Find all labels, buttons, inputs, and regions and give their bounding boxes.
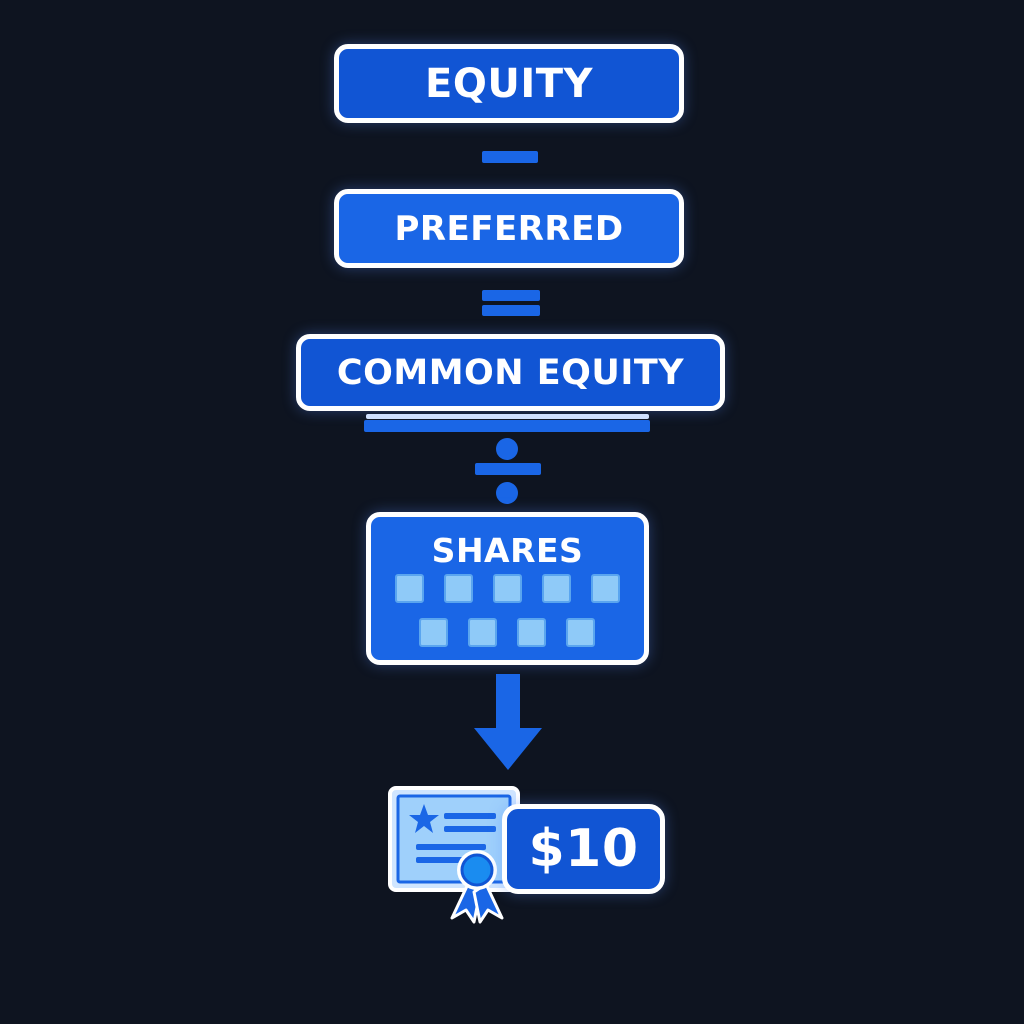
preferred-label: PREFERRED: [394, 208, 624, 249]
fraction-bar-line: [364, 420, 650, 432]
share-square: [591, 574, 620, 603]
equals-bar-bottom: [482, 305, 540, 316]
share-square: [395, 574, 424, 603]
equity-box: EQUITY: [334, 44, 684, 123]
minus-icon: [482, 151, 538, 163]
divide-bar: [475, 463, 541, 475]
share-square: [493, 574, 522, 603]
share-square: [419, 618, 448, 647]
share-square: [444, 574, 473, 603]
divide-dot-top: [496, 438, 518, 460]
preferred-box: PREFERRED: [334, 189, 684, 268]
share-square: [468, 618, 497, 647]
common-equity-label: COMMON EQUITY: [336, 352, 685, 393]
fraction-bar-highlight: [366, 414, 649, 419]
price-label: $10: [528, 819, 639, 879]
equals-bar-top: [482, 290, 540, 301]
shares-label: SHARES: [431, 531, 584, 570]
share-square: [566, 618, 595, 647]
share-square: [542, 574, 571, 603]
shares-box: SHARES: [366, 512, 649, 665]
arrow-down-icon: [474, 674, 542, 770]
stock-certificate-icon: [388, 786, 520, 924]
equity-label: EQUITY: [425, 60, 593, 107]
price-box: $10: [502, 804, 665, 894]
common-equity-box: COMMON EQUITY: [296, 334, 725, 411]
divide-dot-bottom: [496, 482, 518, 504]
share-square: [517, 618, 546, 647]
